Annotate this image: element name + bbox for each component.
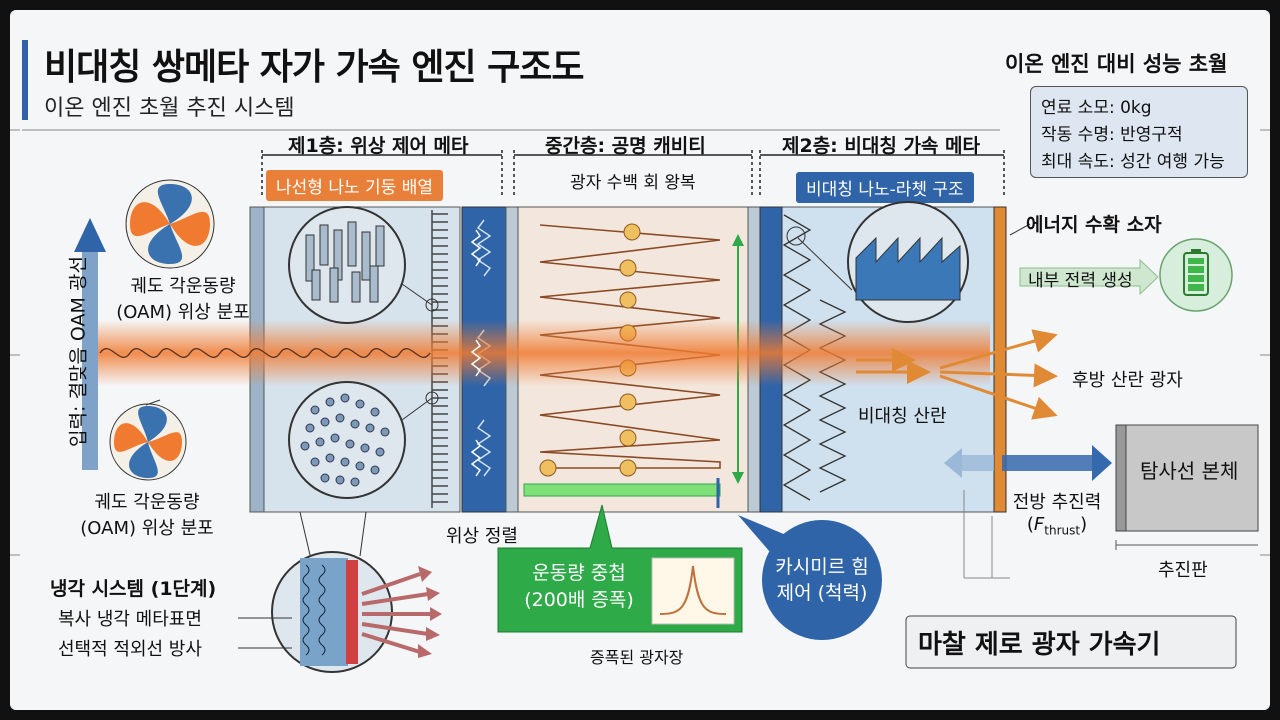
page-subtitle: 이온 엔진 초월 추진 시스템 [44, 96, 295, 121]
nanodisk-dot [335, 413, 345, 423]
middle-header: 중간층: 공명 캐비티 [545, 135, 706, 157]
nanodisk-dot [330, 433, 340, 443]
nanodisk-dot [350, 419, 360, 429]
cooling-title: 냉각 시스템 (1단계) [50, 578, 217, 600]
nanodisk-dot [370, 465, 380, 475]
cooling-item-2: 선택적 적외선 방사 [58, 639, 202, 660]
nanodisk-dot [320, 473, 330, 483]
nanodisk-dot [325, 397, 335, 407]
layer1-tag: 나선형 나노 기둥 배열 [266, 170, 443, 201]
perf-lifetime: 작동 수명: 반영구적 [1041, 125, 1183, 145]
nanodisk-dot [300, 441, 310, 451]
oam-bottom-label: 궤도 각운동량(OAM) 위상 분포 [80, 492, 214, 539]
oam-disc-top [125, 179, 215, 269]
backscatter-label: 후방 산란 광자 [1072, 370, 1183, 391]
nanodisk-dot [340, 457, 350, 467]
nanodisk-dot [325, 453, 335, 463]
middle-tag: 광자 수백 회 왕복 [570, 173, 696, 193]
momentum-overlap-label: 운동량 중첩(200배 증폭) [524, 562, 634, 611]
nanodisk-dot [370, 407, 380, 417]
asym-scatter-label: 비대칭 산란 [858, 406, 947, 427]
nanodisk-dot [350, 477, 360, 487]
nanodisk-dot [315, 437, 325, 447]
nanodisk-dot [345, 439, 355, 449]
input-beam [90, 320, 990, 386]
nanodisk-dot [365, 423, 375, 433]
input-axis-label: 입력: 결맞음 OAM 광선 [67, 256, 90, 447]
layer2-tag: 비대칭 나노-라쳇 구조 [796, 172, 974, 203]
amplified-field-bar [523, 483, 721, 497]
nanodisk-dot [375, 447, 385, 457]
oam-disc-bottom [109, 403, 187, 481]
nanodisk-dot [310, 405, 320, 415]
thrust-plate-label: 추진판 [1158, 560, 1208, 581]
performance-box: 연료 소모: 0kg 작동 수명: 반영구적 최대 속도: 성간 여행 가능 [1030, 86, 1248, 178]
frictionless-label: 마찰 제로 광자 가속기 [918, 630, 1161, 660]
phase-align-label: 위상 정렬 [446, 526, 518, 547]
nanodisk-dot [320, 417, 330, 427]
title-accent-bar [22, 40, 28, 120]
layer1-header: 제1층: 위상 제어 메타 [288, 135, 469, 157]
perf-speed: 최대 속도: 성간 여행 가능 [1041, 152, 1225, 172]
nanodisk-dot [335, 475, 345, 485]
energy-harvest-strip [993, 206, 1007, 513]
nanodisk-dot [305, 423, 315, 433]
forward-thrust-label: 전방 추진력 (Fthrust) [1012, 492, 1102, 538]
page-title: 비대칭 쌍메타 자가 가속 엔진 구조도 [44, 47, 584, 88]
layer2-header: 제2층: 비대칭 가속 메타 [782, 135, 980, 157]
internal-power-label: 내부 전력 생성 [1028, 271, 1133, 291]
frictionless-box [905, 615, 1237, 669]
cooling-item-1: 복사 냉각 메타표면 [58, 609, 202, 630]
casimir-bubble [762, 520, 882, 640]
energy-harvest-label: 에너지 수확 소자 [1026, 214, 1162, 236]
oam-top-label: 궤도 각운동량(OAM) 위상 분포 [116, 276, 250, 323]
nanodisk-dot [355, 399, 365, 409]
nanodisk-dot [380, 427, 390, 437]
probe-body-label: 탐사선 본체 [1140, 459, 1239, 483]
nanodisk-dot [360, 443, 370, 453]
probe-body [1115, 424, 1259, 532]
input-axis-label-wrap: 입력: 결맞음 OAM 광선 [58, 238, 90, 468]
nanodisk-dot [355, 461, 365, 471]
nanodisk-dot [310, 457, 320, 467]
amplified-field-label: 증폭된 광자장 [590, 648, 684, 667]
perf-fuel: 연료 소모: 0kg [1041, 98, 1152, 118]
nanodisk-dot [340, 393, 350, 403]
performance-title: 이온 엔진 대비 성능 초월 [1005, 52, 1228, 76]
